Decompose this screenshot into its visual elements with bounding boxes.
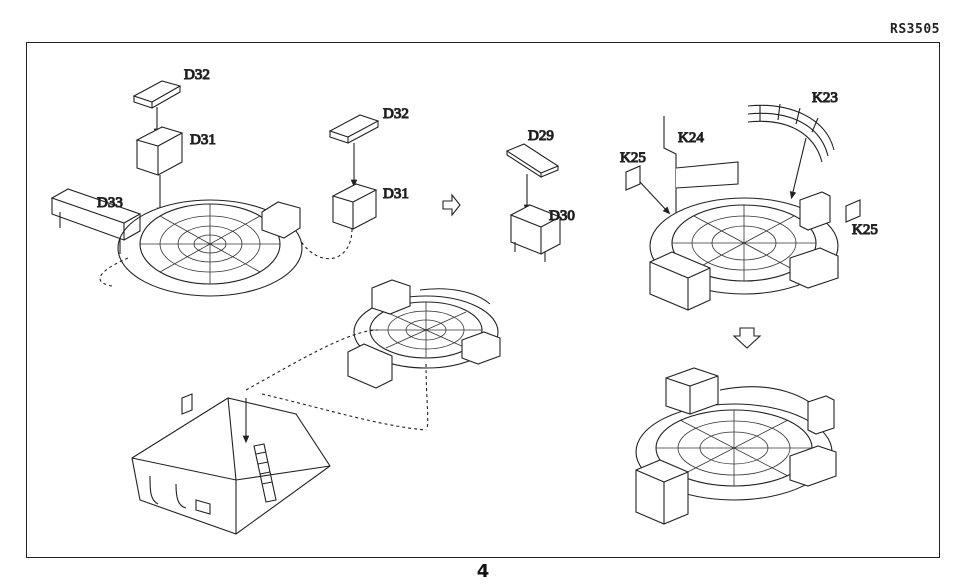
- label-d32-step2: D32: [383, 106, 409, 122]
- step1-bench-part: [50, 188, 142, 254]
- label-d32-step1: D32: [184, 67, 210, 83]
- step2-box-part: [331, 183, 378, 230]
- vehicle-hull: [131, 329, 427, 535]
- label-k25-right: K25: [852, 222, 878, 238]
- label-d33: D33: [97, 195, 123, 211]
- label-k23: K23: [812, 90, 838, 106]
- model-code: RS3505: [890, 22, 940, 37]
- label-d31-step2: D31: [383, 186, 409, 202]
- step3-assembly: [505, 143, 562, 262]
- step1-assembly: [50, 80, 303, 297]
- page-number: 4: [476, 561, 490, 582]
- arrow-right-icon: [442, 193, 461, 217]
- step2-cover-part: [328, 114, 380, 144]
- final-assembled-platform: [635, 367, 837, 525]
- step3-box-part: [509, 204, 562, 262]
- step4-assembly: [625, 103, 861, 311]
- label-d30: D30: [549, 208, 575, 224]
- step4-plate-left: [625, 165, 641, 191]
- step4-rail-part: [747, 103, 835, 163]
- arrow-down-icon: [732, 327, 762, 349]
- step1-cover-part: [132, 80, 182, 109]
- label-k24: K24: [678, 130, 704, 146]
- step4-pole-part: [663, 116, 677, 270]
- diagram-frame: [26, 42, 940, 558]
- step1-box-part: [135, 126, 184, 176]
- middle-assembled-platform: [347, 279, 501, 431]
- step4-plate-right: [845, 199, 861, 223]
- step3-plate-part: [505, 143, 560, 179]
- step1-platform: [117, 199, 303, 297]
- label-d29: D29: [528, 128, 554, 144]
- label-d31-step1: D31: [190, 132, 216, 148]
- label-k25-left: K25: [620, 150, 646, 166]
- step2-assembly: [299, 114, 380, 260]
